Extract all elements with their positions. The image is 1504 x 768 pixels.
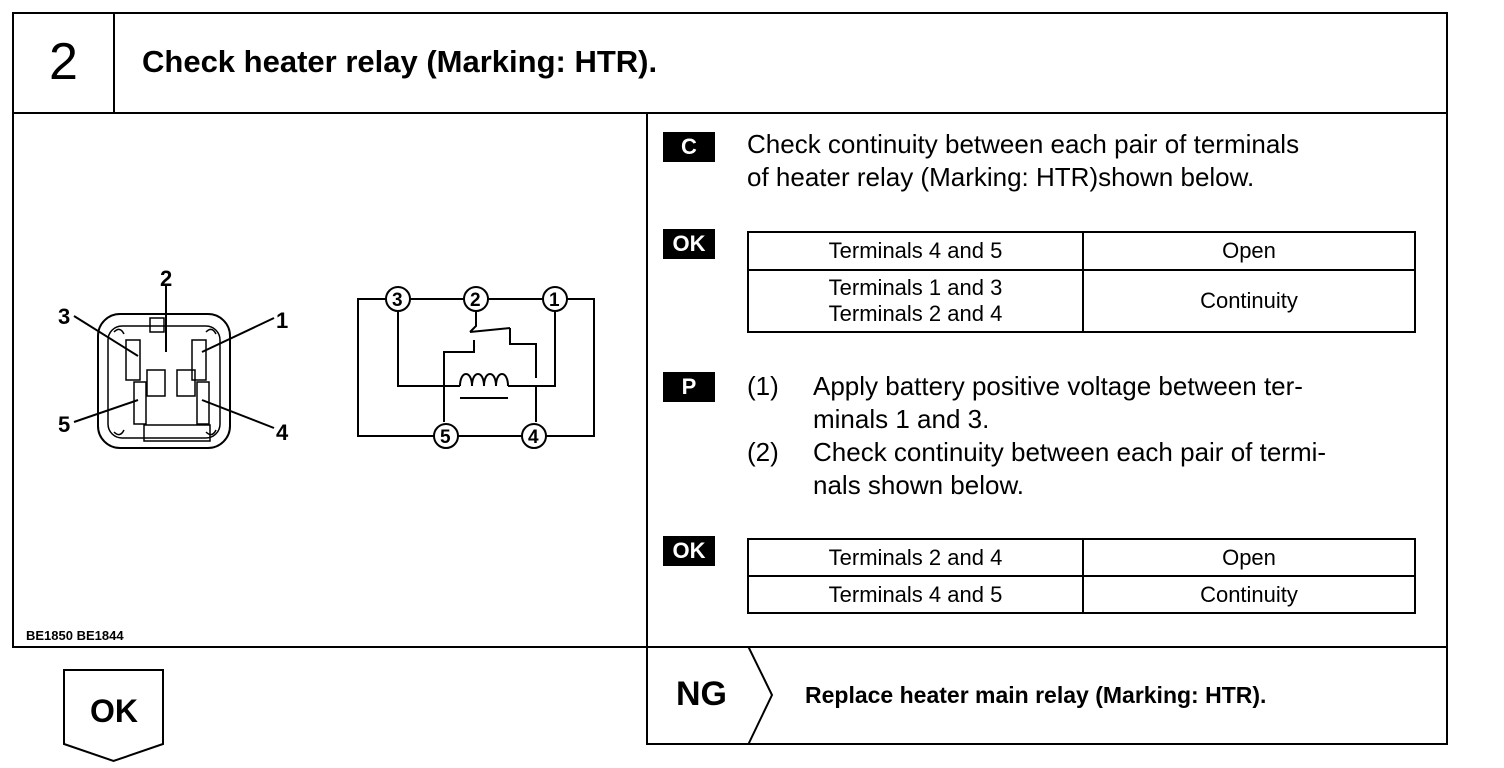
schematic-terminal-5: 5 <box>440 427 451 448</box>
step-title: Check heater relay (Marking: HTR). <box>142 44 658 79</box>
power-step-1-line-2: minals 1 and 3. <box>813 404 990 434</box>
ng-label: NG <box>676 675 727 713</box>
table-row: Terminals 1 and 3 Terminals 2 and 4 Cont… <box>747 269 1416 333</box>
connector-label-5: 5 <box>58 412 70 437</box>
table-row: Terminals 4 and 5 Continuity <box>747 575 1416 614</box>
power-step-2-num: (2) <box>747 437 779 467</box>
check-ok-tag: OK <box>663 229 715 259</box>
result-cell: Open <box>1082 538 1416 577</box>
terminals-cell: Terminals 4 and 5 <box>747 231 1084 271</box>
table-row: Terminals 4 and 5 Open <box>747 231 1416 271</box>
connector-label-2: 2 <box>160 266 172 291</box>
result-cell: Open <box>1082 231 1416 271</box>
power-step-1-num: (1) <box>747 371 779 401</box>
result-cell: Continuity <box>1082 575 1416 614</box>
schematic-terminal-1: 1 <box>549 290 560 311</box>
connector-label-1: 1 <box>276 308 288 333</box>
table-row: Terminals 2 and 4 Open <box>747 538 1416 577</box>
power-step-2-line-1: Check continuity between each pair of te… <box>813 437 1327 467</box>
ok-label: OK <box>90 693 138 729</box>
relay-figure: 2 3 1 5 4 3 2 1 5 4 <box>58 266 595 449</box>
check-result-table: Terminals 4 and 5 Open Terminals 1 and 3… <box>747 231 1416 333</box>
terminals-cell: Terminals 1 and 3 Terminals 2 and 4 <box>747 269 1084 333</box>
header-divider <box>113 12 115 114</box>
power-tag: P <box>663 372 715 402</box>
body-divider <box>646 112 648 744</box>
connector-label-4: 4 <box>276 420 289 445</box>
terminals-cell: Terminals 2 and 4 <box>747 538 1084 577</box>
ng-arrow-divider <box>747 646 774 745</box>
schematic-terminals <box>385 286 568 449</box>
check-instruction-line-1: Check continuity between each pair of te… <box>747 129 1300 159</box>
ng-action-text: Replace heater main relay (Marking: HTR)… <box>805 682 1267 708</box>
connector-leader-lines <box>73 284 275 429</box>
result-cell: Continuity <box>1082 269 1416 333</box>
schematic-terminal-4: 4 <box>528 427 539 448</box>
power-step-2-line-2: nals shown below. <box>813 470 1025 500</box>
schematic-terminal-3: 3 <box>392 290 403 311</box>
terminals-line: Terminals 1 and 3 <box>828 275 1003 300</box>
schematic-terminal-2: 2 <box>470 290 481 311</box>
power-ok-tag: OK <box>663 536 715 566</box>
ok-arrow-box <box>63 669 164 763</box>
terminals-cell: Terminals 4 and 5 <box>747 575 1084 614</box>
check-tag: C <box>663 132 715 162</box>
terminals-line: Terminals 2 and 4 <box>828 301 1003 326</box>
check-instruction-line-2: of heater relay (Marking: HTR)shown belo… <box>747 162 1255 192</box>
figure-code: BE1850 BE1844 <box>26 628 124 643</box>
connector-label-3: 3 <box>58 304 70 329</box>
relay-schematic <box>357 298 595 437</box>
relay-connector-drawing <box>97 313 231 449</box>
power-step-1-line-1: Apply battery positive voltage between t… <box>813 371 1303 401</box>
step-number: 2 <box>49 33 78 91</box>
ng-box <box>646 646 1448 745</box>
power-result-table: Terminals 2 and 4 Open Terminals 4 and 5… <box>747 538 1416 614</box>
